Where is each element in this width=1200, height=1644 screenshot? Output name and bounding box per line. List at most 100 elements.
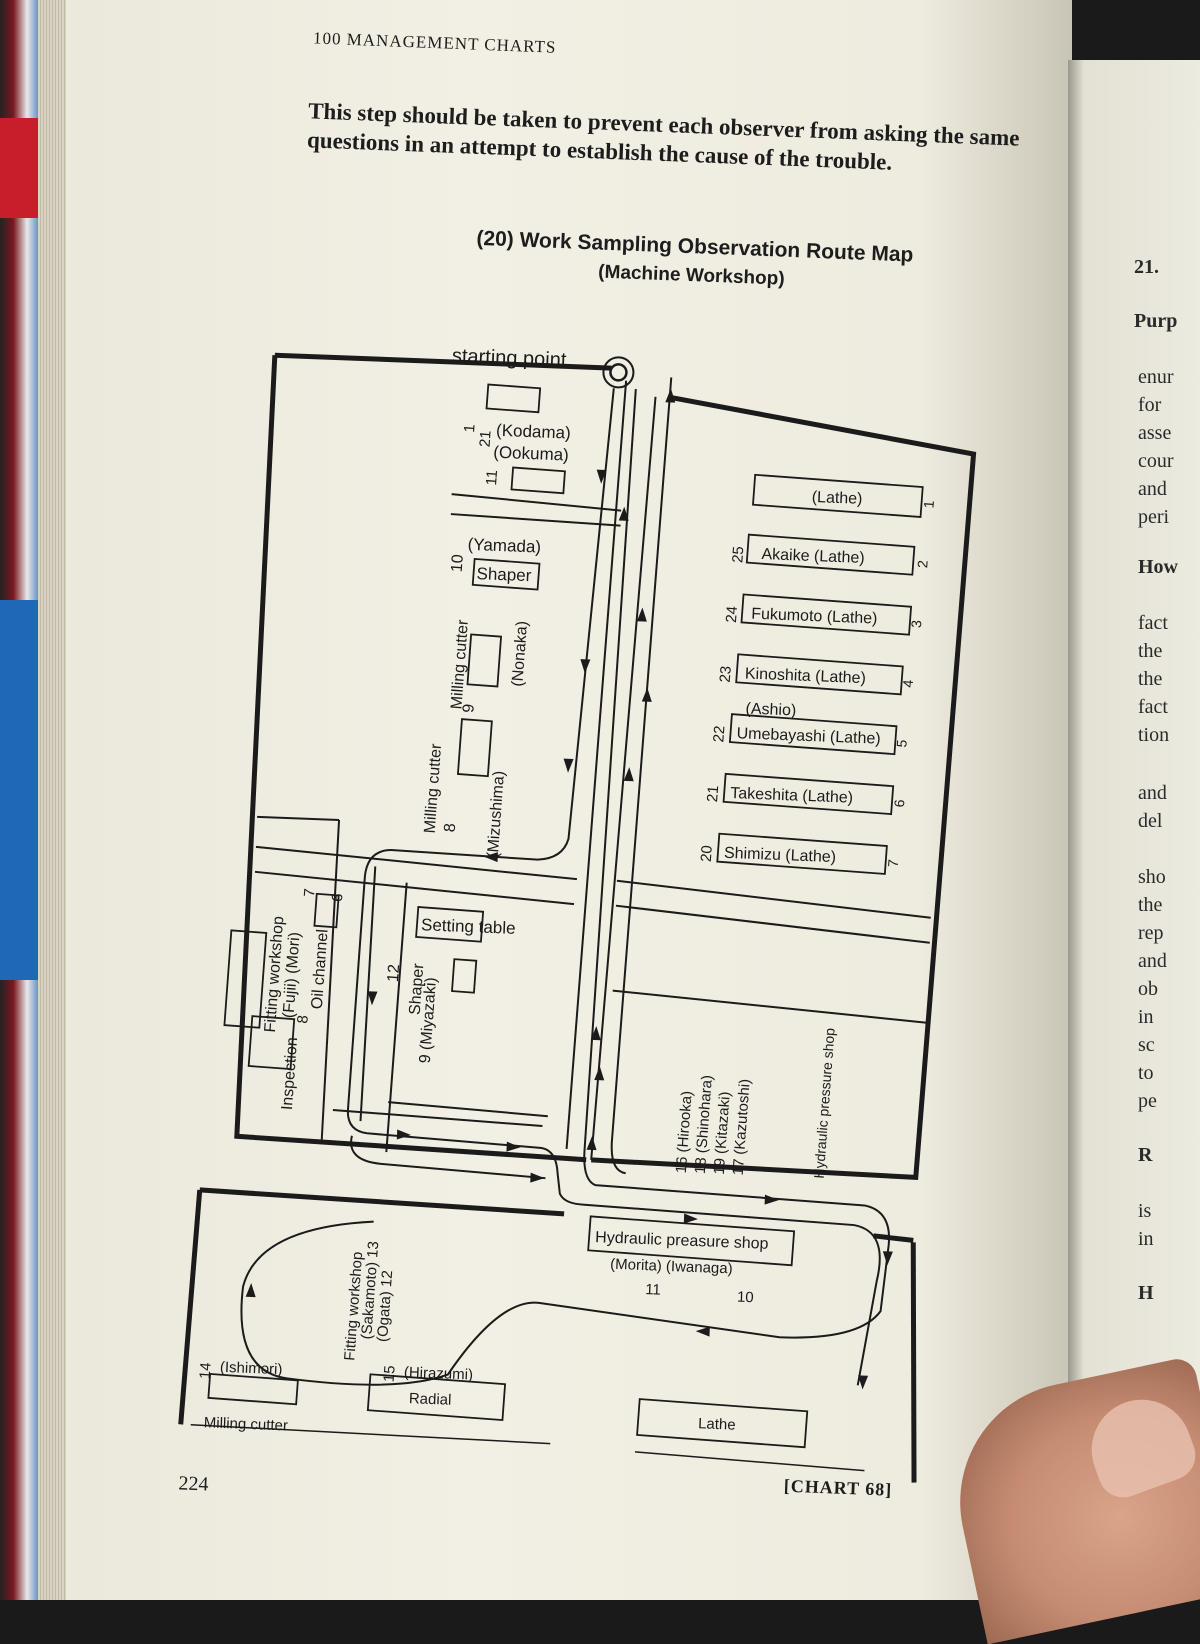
label-num-10-lower: 10 bbox=[737, 1289, 754, 1307]
label-radial: Radial bbox=[409, 1390, 452, 1409]
label-oil-channel: Oil channel bbox=[309, 929, 332, 1010]
next-page-line: the bbox=[1138, 894, 1163, 916]
next-page-line: ob bbox=[1138, 978, 1158, 1000]
next-page-line: sho bbox=[1138, 866, 1166, 888]
lathe-left-number: 22 bbox=[710, 725, 728, 743]
next-page-line: for bbox=[1138, 394, 1162, 416]
lathe-label: Shimizu (Lathe) bbox=[724, 845, 837, 866]
next-page-line: in bbox=[1138, 1006, 1154, 1028]
label-num-7: 7 bbox=[301, 888, 319, 898]
label-morita-iwanaga: (Morita) (Iwanaga) bbox=[610, 1256, 733, 1278]
lathe-right-number: 3 bbox=[908, 619, 925, 628]
lathe-right-number: 4 bbox=[900, 679, 917, 688]
next-page-line: fact bbox=[1138, 612, 1168, 634]
next-page-line: to bbox=[1138, 1062, 1154, 1084]
label-milling-cutter-lower: Milling cutter bbox=[422, 742, 446, 833]
next-page-line: 21. bbox=[1134, 256, 1159, 278]
label-num-8: 8 bbox=[442, 823, 460, 833]
next-page-line: del bbox=[1138, 810, 1163, 832]
label-ashio: (Ashio) bbox=[745, 701, 796, 720]
label-shaper-lower: Shaper bbox=[407, 962, 428, 1015]
label-num-1: 1 bbox=[461, 424, 479, 434]
lathe-labels: (Lathe) 1 25 Akaike (Lathe) 2 24 Fukumot… bbox=[698, 489, 937, 868]
label-num-11: 11 bbox=[483, 469, 501, 486]
lathe-label: Takeshita (Lathe) bbox=[730, 785, 853, 807]
label-miyazaki: 9 (Miyazaki) bbox=[417, 977, 440, 1064]
next-page-line: is bbox=[1138, 1200, 1152, 1222]
label-num-14: 14 bbox=[197, 1362, 215, 1380]
next-page-line: cour bbox=[1138, 450, 1174, 472]
label-kodama: (Kodama) bbox=[496, 421, 571, 443]
label-num-11-lower: 11 bbox=[645, 1281, 661, 1299]
chart-reference: [CHART 68] bbox=[783, 1475, 893, 1500]
book-page bbox=[66, 0, 1072, 1600]
lathe-left-number: 20 bbox=[698, 845, 716, 863]
label-num-6: 6 bbox=[329, 893, 347, 903]
next-page-line: the bbox=[1138, 640, 1163, 662]
lathe-right-number: 5 bbox=[893, 739, 910, 748]
machine-boxes bbox=[207, 383, 924, 1449]
lathe-label: Kinoshita (Lathe) bbox=[745, 665, 867, 687]
lathe-right-number: 7 bbox=[885, 859, 902, 868]
label-inspection: Inspection bbox=[279, 1037, 301, 1111]
next-page-line: enur bbox=[1138, 366, 1174, 388]
label-milling-cutter-upper: Milling cutter bbox=[448, 618, 472, 709]
next-page-line: the bbox=[1138, 668, 1163, 690]
lathe-right-number: 6 bbox=[891, 799, 908, 808]
label-num-12: 12 bbox=[385, 964, 403, 983]
lathe-label: (Lathe) bbox=[811, 489, 862, 508]
lathe-right-number: 1 bbox=[920, 500, 937, 509]
next-page-line: asse bbox=[1138, 422, 1172, 444]
lathe-label: Umebayashi (Lathe) bbox=[736, 725, 881, 748]
label-num-15: 15 bbox=[381, 1365, 399, 1383]
next-page-line: rep bbox=[1138, 922, 1164, 944]
route-arrows bbox=[245, 388, 893, 1390]
next-page-line: How bbox=[1138, 556, 1178, 578]
next-page-line: and bbox=[1138, 950, 1167, 972]
lathe-left-number: 21 bbox=[704, 785, 722, 803]
next-page-line: peri bbox=[1138, 506, 1170, 528]
label-yamada: (Yamada) bbox=[467, 535, 541, 557]
lathe-left-number: 23 bbox=[717, 665, 735, 683]
next-page-line: pe bbox=[1138, 1090, 1157, 1112]
label-hydraulic-shop-vertical: Hydraulic pressure shop bbox=[811, 1027, 838, 1179]
label-shaper: Shaper bbox=[476, 564, 532, 585]
label-hydraulic-shop: Hydraulic preasure shop bbox=[595, 1229, 769, 1253]
next-page-partial: 21. Purp enur for asse cour and peri How… bbox=[1068, 60, 1200, 1520]
building-walls bbox=[178, 352, 977, 1483]
label-num-8-fitting: 8 bbox=[294, 1015, 312, 1025]
label-nonaka: (Nonaka) bbox=[509, 620, 531, 687]
lathe-left-number: 25 bbox=[729, 546, 747, 564]
next-page-line: H bbox=[1138, 1282, 1154, 1304]
next-page-line: Purp bbox=[1134, 310, 1178, 332]
lathe-label: Akaike (Lathe) bbox=[761, 546, 865, 567]
next-page-line: fact bbox=[1138, 696, 1168, 718]
label-ookuma: (Ookuma) bbox=[493, 443, 569, 465]
lathe-right-number: 2 bbox=[914, 559, 931, 568]
label-num-10: 10 bbox=[449, 554, 467, 573]
label-milling-cutter-bottom: Milling cutter bbox=[203, 1414, 288, 1434]
label-lathe-bottom: Lathe bbox=[698, 1415, 736, 1433]
label-num-21: 21 bbox=[476, 430, 494, 448]
label-ogata: (Ogata) 12 bbox=[374, 1270, 396, 1343]
label-fujii-mori: (Fujii) (Mori) bbox=[280, 931, 303, 1018]
next-page-line: in bbox=[1138, 1228, 1154, 1250]
lathe-label: Fukumoto (Lathe) bbox=[751, 606, 878, 628]
page-number: 224 bbox=[178, 1472, 209, 1496]
next-page-line: tion bbox=[1138, 724, 1170, 746]
label-num-9: 9 bbox=[460, 703, 478, 713]
starting-point-label: starting point bbox=[452, 345, 568, 371]
label-ishimori: (Ishimori) bbox=[220, 1359, 283, 1378]
next-page-line: sc bbox=[1138, 1034, 1155, 1056]
label-setting-table: Setting table bbox=[421, 915, 516, 938]
next-page-line: and bbox=[1138, 782, 1167, 804]
next-page-line: R bbox=[1138, 1144, 1153, 1166]
next-page-line: and bbox=[1138, 478, 1167, 500]
lathe-left-number: 24 bbox=[723, 605, 741, 623]
label-kitazaki: 19 (Kitazaki) bbox=[711, 1091, 734, 1175]
starting-point-marker bbox=[602, 356, 635, 389]
label-mizushima: (Mizushima) bbox=[485, 770, 508, 858]
label-hirooka: 16 (Hirooka) bbox=[673, 1090, 696, 1174]
